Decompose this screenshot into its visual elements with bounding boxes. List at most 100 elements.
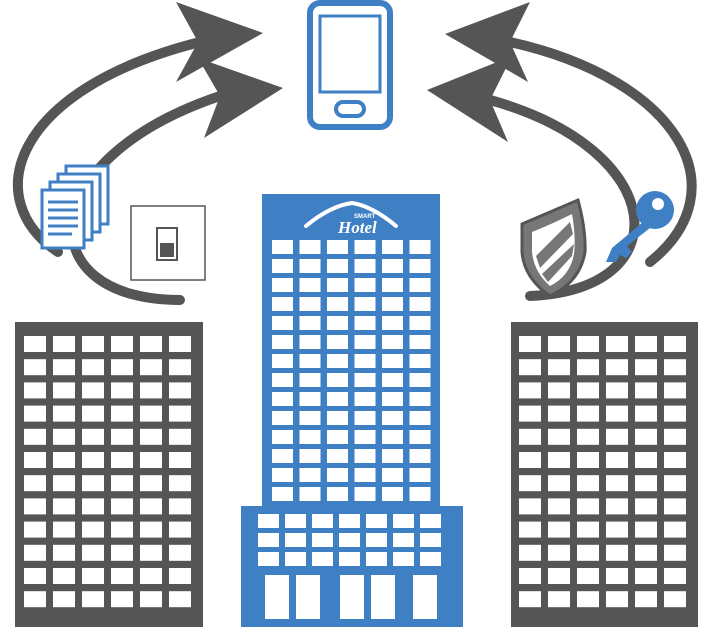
building-window <box>548 521 570 538</box>
hotel-window <box>354 259 376 273</box>
building-window <box>169 405 191 422</box>
building-window <box>548 544 570 561</box>
building-window <box>24 405 46 422</box>
hotel-window <box>312 552 333 566</box>
building-window <box>519 544 541 561</box>
building-window <box>140 452 162 468</box>
building-window <box>140 568 162 584</box>
hotel-window <box>272 278 293 292</box>
hotel-window <box>327 240 348 254</box>
building-window <box>53 521 75 538</box>
light-switch-icon <box>130 205 206 281</box>
hotel-window <box>339 533 360 547</box>
hotel-window <box>327 449 348 463</box>
hotel-tower-windows <box>272 240 431 501</box>
building-window <box>548 475 570 492</box>
hotel-window <box>409 411 431 425</box>
arrow-left-outer <box>12 2 263 257</box>
building-window <box>169 452 191 468</box>
building-window <box>635 336 657 352</box>
building-window <box>548 382 570 399</box>
building-window <box>519 382 541 399</box>
hotel-window <box>258 514 279 528</box>
building-window <box>664 382 686 399</box>
building-window <box>53 359 75 376</box>
left-building-windows <box>24 336 191 608</box>
hotel-window <box>409 468 431 482</box>
hotel-window <box>299 468 321 482</box>
building-window <box>24 336 46 352</box>
hotel-sign-text: Hotel <box>337 218 377 237</box>
hotel-window <box>285 552 306 566</box>
hotel-window <box>382 487 403 501</box>
building-window <box>664 336 686 352</box>
hotel-window <box>382 392 403 406</box>
building-window <box>111 568 133 584</box>
building-window <box>548 452 570 468</box>
hotel-window <box>409 392 431 406</box>
hotel-window <box>420 552 441 566</box>
building-window <box>140 382 162 399</box>
building-window <box>635 544 657 561</box>
building-window <box>82 359 104 376</box>
building-window <box>548 359 570 376</box>
building-window <box>24 475 46 492</box>
hotel-window <box>339 514 360 528</box>
hotel-doors <box>265 575 437 619</box>
hotel-window <box>420 533 441 547</box>
building-window <box>169 359 191 376</box>
building-window <box>53 405 75 422</box>
hotel-window <box>382 278 403 292</box>
hotel-window <box>272 335 293 349</box>
building-window <box>606 452 628 468</box>
building-window <box>111 521 133 538</box>
hotel-window <box>393 552 414 566</box>
right-building-windows <box>519 336 686 608</box>
building-window <box>111 544 133 561</box>
building-window <box>111 336 133 352</box>
hotel-window <box>354 449 376 463</box>
building-window <box>548 568 570 584</box>
building-window <box>169 544 191 561</box>
hotel-window <box>354 468 376 482</box>
building-window <box>82 382 104 399</box>
hotel-window <box>409 373 431 387</box>
building-window <box>53 452 75 468</box>
hotel-window <box>382 240 403 254</box>
hotel-window <box>393 533 414 547</box>
building-window <box>606 544 628 561</box>
building-window <box>53 591 75 608</box>
hotel-window <box>299 411 321 425</box>
building-window <box>606 591 628 608</box>
shield-icon <box>520 197 587 298</box>
building-window <box>548 591 570 608</box>
hotel-window <box>420 514 441 528</box>
building-window <box>519 475 541 492</box>
building-window <box>606 359 628 376</box>
hotel-window <box>272 316 293 330</box>
building-window <box>664 521 686 538</box>
building-window <box>82 475 104 492</box>
hotel-window <box>382 297 403 311</box>
building-window <box>82 498 104 515</box>
building-window <box>53 568 75 584</box>
hotel-window <box>299 392 321 406</box>
building-window <box>635 498 657 515</box>
hotel-window <box>327 335 348 349</box>
building-window <box>140 405 162 422</box>
building-window <box>635 452 657 468</box>
building-window <box>577 475 599 492</box>
building-window <box>519 498 541 515</box>
building-window <box>577 591 599 608</box>
hotel-window <box>285 533 306 547</box>
building-window <box>111 452 133 468</box>
hotel-window <box>299 354 321 368</box>
building-window <box>111 382 133 399</box>
building-window <box>519 452 541 468</box>
hotel-window <box>272 487 293 501</box>
hotel-window <box>327 430 348 444</box>
building-window <box>82 452 104 468</box>
building-window <box>548 498 570 515</box>
hotel-window <box>299 449 321 463</box>
building-window <box>606 475 628 492</box>
